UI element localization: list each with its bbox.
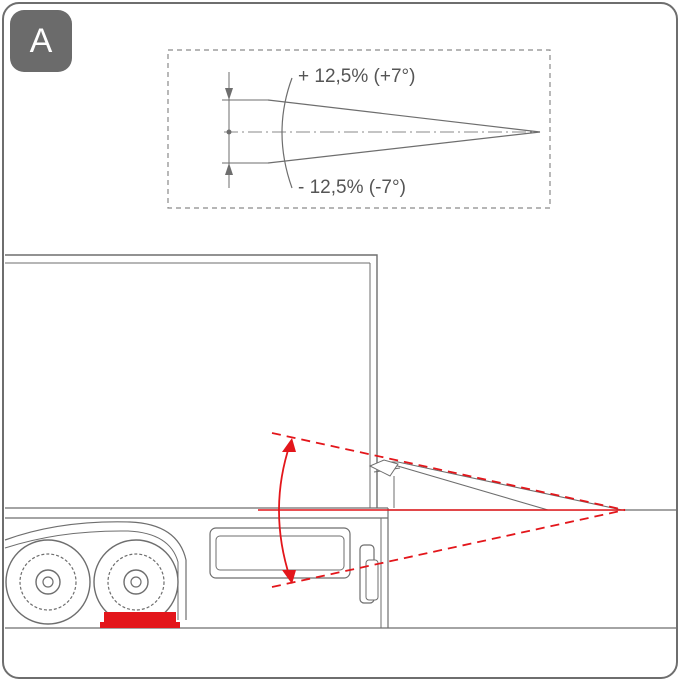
inset-dashed-border (167, 49, 551, 209)
arc-arrow-up-icon (282, 438, 296, 452)
rear-wheel-2 (93, 539, 179, 625)
wheel-chock-lip (100, 622, 180, 628)
slope-inset: + 12,5% (+7°) - 12,5% (-7°) (167, 49, 551, 209)
rear-wheel-1 (5, 539, 91, 625)
inset-center-dot (226, 129, 232, 135)
inset-lower-line (267, 131, 541, 164)
wheel-hub-center (130, 576, 142, 588)
slope-angle-arc (278, 443, 291, 579)
inset-lower-label: - 12,5% (-7°) (298, 177, 406, 198)
fender-arch (4, 521, 187, 620)
panel-label: A (10, 10, 72, 72)
inset-angle-arc (281, 77, 293, 189)
inset-arrow-up-icon (225, 163, 233, 175)
slope-indicator (258, 432, 626, 588)
inset-upper-line (267, 99, 541, 133)
wheel-hub-center (42, 576, 54, 588)
trailer-box-outline (5, 254, 378, 508)
tail-lift-hinge (368, 459, 399, 477)
inset-upper-label: + 12,5% (+7°) (298, 66, 415, 87)
arc-arrow-down-icon (282, 570, 296, 584)
inset-arrow-down-icon (225, 88, 233, 100)
slope-lower-limit (271, 509, 626, 588)
slope-upper-limit (271, 432, 626, 511)
tail-light (365, 559, 379, 601)
fender-arch-inner (4, 530, 179, 620)
